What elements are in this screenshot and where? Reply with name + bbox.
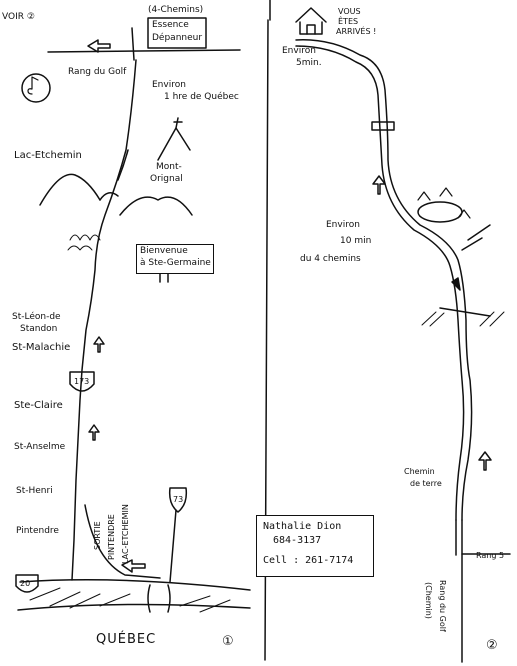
exit-sign-line2: PINTENDRE bbox=[107, 514, 116, 560]
trees bbox=[67, 234, 101, 251]
rang-5-label: Rang 5 bbox=[476, 551, 505, 560]
golf-flag-icon bbox=[21, 73, 51, 103]
lake bbox=[417, 201, 463, 223]
direction-arrow-north-1 bbox=[93, 336, 105, 353]
store-sign-box bbox=[147, 17, 207, 49]
direction-arrow-west bbox=[87, 39, 111, 53]
contact-phone: 684-3137 bbox=[273, 535, 322, 546]
route-20-shield bbox=[15, 574, 39, 593]
rang-du-golf-vertical: Rang du Golf bbox=[438, 580, 447, 632]
time-10min-line1: Environ bbox=[326, 220, 360, 230]
road-sign bbox=[371, 121, 395, 131]
chemin-paren-label: (Chemin) bbox=[424, 582, 433, 619]
route-20-number: 20 bbox=[20, 579, 31, 588]
st-henri-label: St-Henri bbox=[16, 486, 53, 496]
contact-cell: Cell : 261-7174 bbox=[263, 555, 354, 566]
mont-orignal-peak bbox=[157, 127, 191, 161]
pintendre-label: Pintendre bbox=[16, 526, 59, 536]
rang-du-golf-label: Rang du Golf bbox=[68, 67, 127, 77]
direction-arrow-northwest bbox=[451, 277, 461, 291]
time-5min-line1: Environ bbox=[282, 46, 316, 56]
time-10min-line2: 10 min bbox=[340, 236, 372, 246]
mountains bbox=[39, 173, 101, 206]
from-four-chemins-label: du 4 chemins bbox=[300, 254, 361, 264]
welcome-sign bbox=[136, 244, 214, 274]
lac-etchemin-label: Lac-Etchemin bbox=[14, 150, 82, 161]
cross-road bbox=[439, 307, 491, 317]
time-5min-line2: 5min. bbox=[296, 58, 322, 68]
direction-arrow-north-4 bbox=[478, 451, 492, 471]
quebec-label: QUÉBEC bbox=[96, 632, 157, 647]
arrived-line1: VOUS bbox=[338, 7, 361, 16]
mont-orignal-line2: Orignal bbox=[150, 174, 183, 184]
travel-time-line2: 1 hre de Québec bbox=[164, 92, 239, 102]
route-73-number: 73 bbox=[173, 495, 184, 504]
road-map2-main bbox=[295, 39, 473, 521]
contact-card: Nathalie Dion 684-3137 Cell : 261-7174 bbox=[256, 515, 374, 577]
mont-orignal-line1: Mont- bbox=[156, 162, 182, 172]
st-malachie-label: St-Malachie bbox=[12, 342, 71, 353]
map1-page-number: ① bbox=[222, 634, 234, 649]
dirt-road-line1: Chemin bbox=[404, 467, 435, 476]
arrived-line3: ARRIVÉS ! bbox=[336, 27, 377, 36]
house-icon bbox=[295, 7, 327, 35]
store-sign-line1: Essence bbox=[152, 20, 189, 30]
ste-claire-label: Ste-Claire bbox=[14, 400, 63, 411]
exit-ramp bbox=[84, 504, 161, 579]
st-anselme-label: St-Anselme bbox=[14, 442, 66, 452]
direction-arrow-ramp bbox=[121, 559, 146, 573]
map2-page-number: ② bbox=[486, 638, 498, 653]
cross-hatching bbox=[421, 311, 505, 327]
contact-name: Nathalie Dion bbox=[263, 521, 342, 532]
travel-time-line1: Environ bbox=[152, 80, 186, 90]
direction-arrow-north-2 bbox=[88, 424, 100, 441]
arrived-line2: ÊTES bbox=[338, 17, 359, 26]
four-chemins-label: (4-Chemins) bbox=[148, 5, 204, 15]
rang-du-golf-road bbox=[47, 49, 241, 53]
highway-173 bbox=[71, 59, 137, 581]
dirt-road-line2: de terre bbox=[410, 479, 442, 488]
exit-sign-line3: LAC-ETCHEMIN bbox=[121, 504, 130, 564]
river-hatching bbox=[29, 587, 231, 613]
see-map-2-label: VOIR ② bbox=[2, 12, 35, 22]
route-173-shield bbox=[69, 371, 95, 392]
st-leon-line2: Standon bbox=[20, 324, 58, 334]
st-leon-line1: St-Léon-de bbox=[12, 312, 61, 322]
direction-arrow-north-3 bbox=[372, 175, 386, 195]
welcome-sign-line2: à Ste-Germaine bbox=[140, 258, 211, 268]
autoroute-20 bbox=[19, 579, 251, 591]
bridge bbox=[147, 584, 171, 613]
exit-sign-line1: SORTIE bbox=[93, 521, 102, 550]
route-73-shield bbox=[168, 487, 188, 513]
store-sign-line2: Dépanneur bbox=[152, 33, 203, 43]
welcome-sign-line1: Bienvenue bbox=[140, 246, 188, 256]
cabin-icons bbox=[417, 187, 471, 219]
side-road bbox=[461, 224, 491, 251]
route-173-number: 173 bbox=[74, 377, 90, 386]
